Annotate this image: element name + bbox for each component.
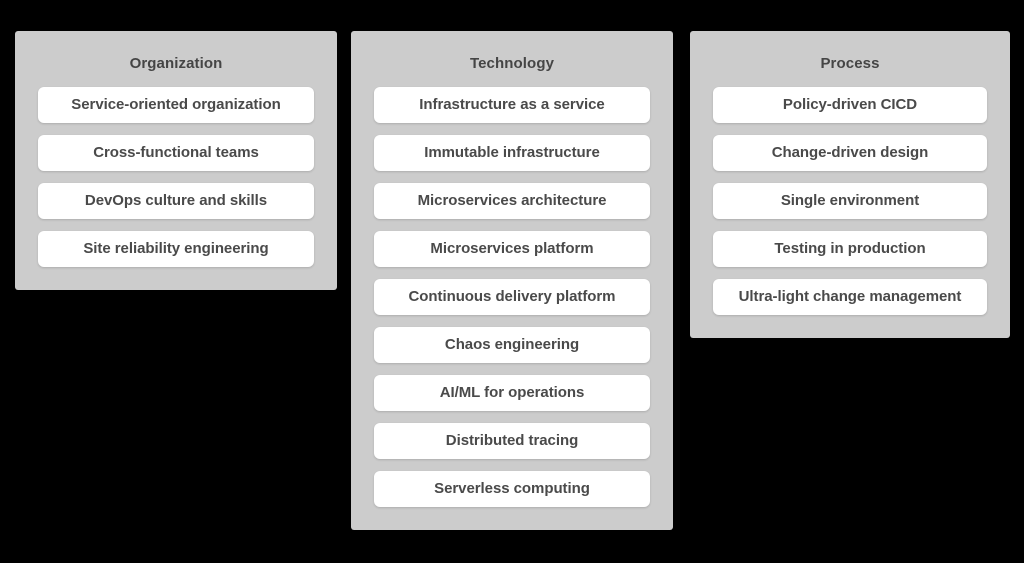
card-label: Policy-driven CICD [782, 95, 918, 113]
card-label: Infrastructure as a service [419, 95, 605, 113]
card-label: Microservices architecture [417, 191, 607, 209]
card-label: Continuous delivery platform [408, 287, 616, 305]
card-list-process: Policy-driven CICD Change-driven design … [713, 87, 987, 315]
card-item[interactable]: Distributed tracing [374, 423, 650, 459]
card-item[interactable]: Serverless computing [374, 471, 650, 507]
panel-organization: Organization Service-oriented organizati… [15, 31, 337, 290]
card-label: DevOps culture and skills [84, 191, 268, 209]
card-label: Serverless computing [434, 479, 590, 497]
panel-title-technology: Technology [469, 55, 555, 72]
card-label: AI/ML for operations [439, 383, 585, 401]
card-label: Distributed tracing [445, 431, 579, 449]
card-label: Site reliability engineering [83, 239, 269, 257]
card-item[interactable]: Policy-driven CICD [713, 87, 987, 123]
card-list-organization: Service-oriented organization Cross-func… [38, 87, 314, 267]
card-item[interactable]: DevOps culture and skills [38, 183, 314, 219]
panel-title-process: Process [820, 55, 880, 72]
card-item[interactable]: Change-driven design [713, 135, 987, 171]
panel-title-organization: Organization [129, 55, 223, 72]
card-item[interactable]: Infrastructure as a service [374, 87, 650, 123]
card-item[interactable]: Site reliability engineering [38, 231, 314, 267]
card-item[interactable]: Service-oriented organization [38, 87, 314, 123]
panel-technology: Technology Infrastructure as a service I… [351, 31, 673, 530]
card-item[interactable]: Microservices platform [374, 231, 650, 267]
card-label: Cross-functional teams [93, 143, 259, 161]
card-item[interactable]: AI/ML for operations [374, 375, 650, 411]
card-label: Testing in production [774, 239, 926, 257]
panel-process: Process Policy-driven CICD Change-driven… [690, 31, 1010, 338]
card-list-technology: Infrastructure as a service Immutable in… [374, 87, 650, 507]
card-item[interactable]: Testing in production [713, 231, 987, 267]
card-item[interactable]: Cross-functional teams [38, 135, 314, 171]
card-label: Chaos engineering [444, 335, 580, 353]
card-item[interactable]: Ultra-light change management [713, 279, 987, 315]
card-label: Microservices platform [430, 239, 594, 257]
card-label: Service-oriented organization [71, 95, 281, 113]
card-item[interactable]: Single environment [713, 183, 987, 219]
card-item[interactable]: Microservices architecture [374, 183, 650, 219]
card-item[interactable]: Continuous delivery platform [374, 279, 650, 315]
card-label: Change-driven design [771, 143, 929, 161]
card-item[interactable]: Chaos engineering [374, 327, 650, 363]
card-label: Single environment [780, 191, 920, 209]
card-label: Ultra-light change management [738, 287, 962, 305]
card-item[interactable]: Immutable infrastructure [374, 135, 650, 171]
card-label: Immutable infrastructure [424, 143, 600, 161]
